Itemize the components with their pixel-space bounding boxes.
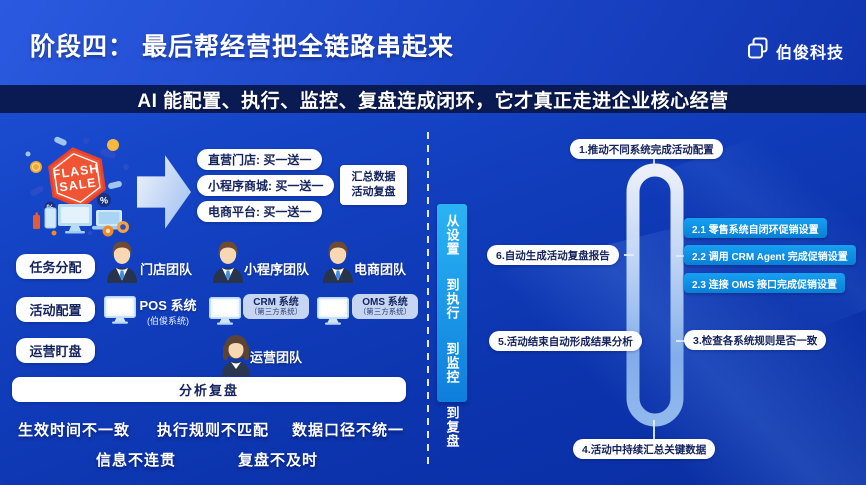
monitor-icon xyxy=(209,297,241,330)
team-label-store: 门店团队 xyxy=(140,262,193,277)
row-label-task-allocation: 任务分配 xyxy=(16,254,95,279)
person-icon xyxy=(210,237,246,288)
team-label-ecommerce: 电商团队 xyxy=(354,262,407,277)
pain-point: 复盘不及时 xyxy=(238,452,319,469)
channel-pill-miniprogram: 小程序商城: 买一送一 xyxy=(197,175,335,196)
system-pos-name: POS 系统 xyxy=(139,298,197,313)
svg-text:SALE: SALE xyxy=(59,175,98,194)
key-message-banner: AI 能配置、执行、监控、复盘连成闭环，它才真正走进企业核心经营 xyxy=(0,85,866,113)
summary-line2: 活动复盘 xyxy=(351,186,396,198)
overlapping-squares-logo-icon xyxy=(746,36,770,65)
flow-step-2-1: 2.1 零售系统自闭环促销设置 xyxy=(684,218,827,238)
team-label-ops: 运营团队 xyxy=(250,350,303,365)
pain-point: 生效时间不一致 xyxy=(18,422,131,439)
pain-point: 数据口径不统一 xyxy=(292,422,405,439)
monitor-icon xyxy=(104,296,136,329)
flow-axis-text: 从设置 到执行 到监控 到复盘 xyxy=(444,214,460,448)
right-arrow-icon xyxy=(137,155,191,229)
system-crm-name: CRM 系统 xyxy=(253,296,299,308)
flow-axis-label: 从设置 到执行 到监控 到复盘 xyxy=(437,204,467,448)
page-title: 阶段四： 最后帮经营把全链路串起来 xyxy=(30,33,454,61)
connector-line xyxy=(653,420,655,439)
person-icon xyxy=(218,332,254,381)
flow-step-6: 6.自动生成活动复盘报告 xyxy=(487,245,619,265)
svg-text:%: % xyxy=(100,196,108,206)
pain-point: 信息不连贯 xyxy=(96,452,177,469)
header-bar: 阶段四： 最后帮经营把全链路串起来 伯俊科技 xyxy=(0,0,866,85)
flow-step-2-3: 2.3 连接 OMS 接口完成促销设置 xyxy=(684,273,846,293)
connector-line xyxy=(676,255,685,257)
connector-line xyxy=(676,340,685,342)
pain-point: 执行规则不匹配 xyxy=(157,422,270,439)
flow-step-3: 3.检查各系统规则是否一致 xyxy=(684,330,827,350)
system-pos: POS 系统 (伯俊系统) xyxy=(139,295,197,327)
channel-pill-store: 直营门店: 买一送一 xyxy=(197,149,323,170)
person-icon xyxy=(320,237,356,288)
loop-ring-icon xyxy=(620,162,688,435)
brand-logo: 伯俊科技 xyxy=(746,36,844,65)
system-oms-name: OMS 系统 xyxy=(362,296,408,308)
analysis-review-bar: 分析复盘 xyxy=(12,377,406,402)
connector-line xyxy=(653,159,655,171)
brand-logo-text: 伯俊科技 xyxy=(775,44,844,62)
row-label-ops-monitoring: 运营盯盘 xyxy=(16,338,95,363)
flow-step-1: 1.推动不同系统完成活动配置 xyxy=(570,139,723,159)
system-crm-sub: （第三方系统） xyxy=(249,306,303,316)
svg-text:FLASH: FLASH xyxy=(52,161,100,181)
flow-step-4: 4.活动中持续汇总关键数据 xyxy=(573,439,716,459)
flow-step-2-2: 2.2 调用 CRM Agent 完成促销设置 xyxy=(684,245,856,265)
team-label-miniprogram: 小程序团队 xyxy=(244,262,310,277)
flow-step-5: 5.活动结束自动形成结果分析 xyxy=(489,331,642,351)
section-divider xyxy=(427,132,429,466)
system-pos-sub: (伯俊系统) xyxy=(147,316,189,326)
key-message-text: AI 能配置、执行、监控、复盘连成闭环，它才真正走进企业核心经营 xyxy=(137,90,729,112)
channel-pill-ecommerce: 电商平台: 买一送一 xyxy=(197,201,323,222)
person-icon xyxy=(104,237,140,288)
row-label-activity-config: 活动配置 xyxy=(16,297,95,322)
flash-sale-icon: % % FLASH SALE xyxy=(20,134,136,243)
system-oms-sub: （第三方系统） xyxy=(358,306,412,316)
summary-box: 汇总数据 活动复盘 xyxy=(340,165,407,205)
connector-line xyxy=(624,254,634,256)
monitor-icon xyxy=(317,297,349,330)
summary-line1: 汇总数据 xyxy=(351,170,396,183)
system-crm: CRM 系统 （第三方系统） xyxy=(243,294,309,319)
system-oms: OMS 系统 （第三方系统） xyxy=(352,294,418,319)
